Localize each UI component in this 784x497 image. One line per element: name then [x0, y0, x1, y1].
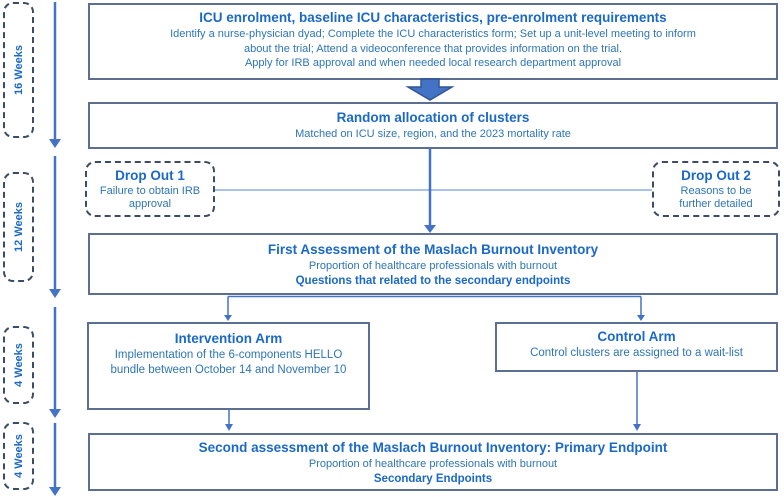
- block-down-arrow-icon: [405, 78, 455, 101]
- down-arrow-head-icon: [424, 225, 436, 233]
- timeline-label-4-weeks-1: 4 Weeks: [3, 326, 34, 404]
- intervention-arm-box: Intervention Arm Implementation of the 6…: [87, 322, 370, 410]
- timeline-label-text: 12 Weeks: [12, 202, 25, 252]
- second-assessment-emphasis: Secondary Endpoints: [373, 472, 493, 485]
- intervention-arm-subtitle: Implementation of the 6-components HELLO…: [110, 349, 347, 377]
- control-arm-box: Control Arm Control clusters are assigne…: [495, 322, 778, 372]
- enrolment-title: ICU enrolment, baseline ICU characterist…: [199, 10, 667, 25]
- timeline-label-text: 16 Weeks: [12, 45, 25, 95]
- dropout-1-subtitle: Failure to obtain IRB approval: [99, 184, 201, 211]
- timeline-rail-arrows: [49, 2, 61, 496]
- enrolment-line-2: about the trial; Attend a videoconferenc…: [244, 42, 622, 55]
- down-arrow-head-icon: [225, 424, 233, 431]
- branch-connectors: [224, 295, 645, 321]
- down-arrow-head-icon: [637, 315, 645, 321]
- dropout-1-box: Drop Out 1 Failure to obtain IRB approva…: [85, 161, 215, 217]
- enrolment-line-3: Apply for IRB approval and when needed l…: [244, 56, 622, 69]
- timeline-arrow-head-icon: [49, 289, 61, 298]
- randomization-box: Random allocation of clusters Matched on…: [88, 102, 778, 149]
- control-arm-subtitle: Control clusters are assigned to a wait-…: [530, 347, 743, 360]
- timeline-arrow-head-icon: [49, 409, 61, 418]
- dropout-2-title: Drop Out 2: [681, 168, 751, 183]
- down-arrow-head-icon: [224, 315, 232, 321]
- enrolment-line-1: Identify a nurse-physician dyad; Complet…: [170, 28, 696, 41]
- timeline-label-text: 4 Weeks: [12, 343, 25, 387]
- timeline-label-12-weeks: 12 Weeks: [3, 172, 34, 282]
- first-assessment-title: First Assessment of the Maslach Burnout …: [267, 242, 599, 257]
- enrolment-box: ICU enrolment, baseline ICU characterist…: [88, 3, 778, 80]
- randomization-subtitle: Matched on ICU size, region, and the 202…: [295, 128, 571, 141]
- dropout-2-box: Drop Out 2 Reasons to be further detaile…: [652, 161, 780, 217]
- control-arm-title: Control Arm: [597, 329, 676, 344]
- timeline-label-16-weeks: 16 Weeks: [3, 2, 34, 138]
- second-assessment-box: Second assessment of the Maslach Burnout…: [88, 433, 778, 491]
- second-assessment-title: Second assessment of the Maslach Burnout…: [198, 440, 668, 455]
- timeline-arrow-head-icon: [49, 139, 61, 148]
- timeline-arrow-head-icon: [49, 487, 61, 496]
- randomization-title: Random allocation of clusters: [336, 110, 530, 125]
- down-arrow-head-icon: [633, 424, 641, 431]
- dropout-2-subtitle: Reasons to be further detailed: [679, 184, 753, 211]
- timeline-label-text: 4 Weeks: [12, 434, 25, 478]
- first-assessment-box: First Assessment of the Maslach Burnout …: [88, 233, 778, 295]
- second-assessment-subtitle: Proportion of healthcare professionals w…: [308, 458, 558, 471]
- first-assessment-emphasis: Questions that related to the secondary …: [295, 274, 571, 287]
- intervention-arm-title: Intervention Arm: [174, 331, 283, 346]
- timeline-label-4-weeks-2: 4 Weeks: [3, 422, 34, 490]
- dropout-1-title: Drop Out 1: [115, 168, 185, 183]
- first-assessment-subtitle: Proportion of healthcare professionals w…: [308, 260, 558, 273]
